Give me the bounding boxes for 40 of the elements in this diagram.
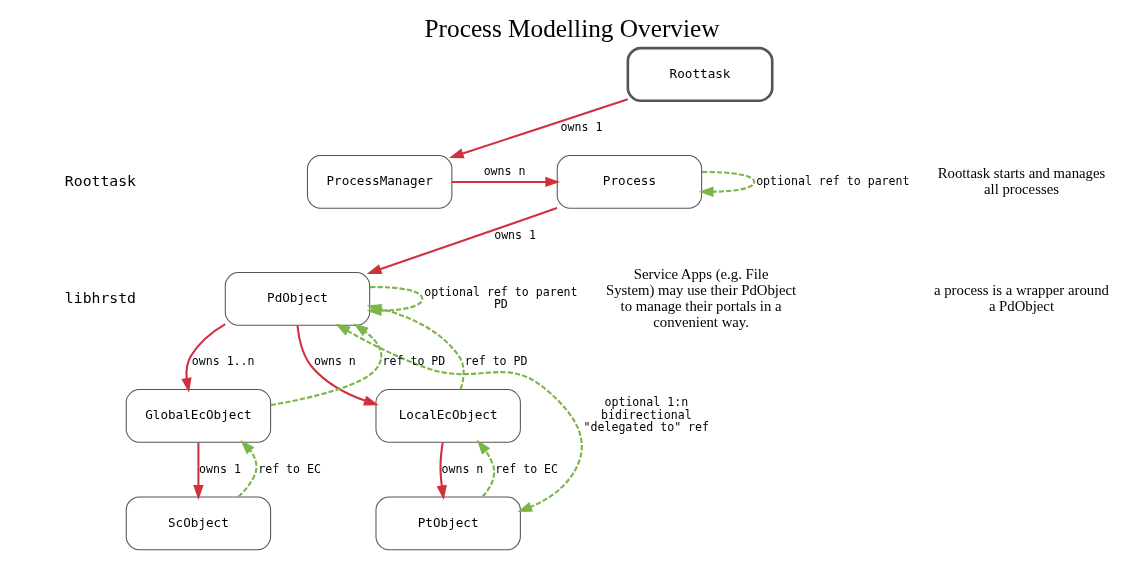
arrow	[476, 439, 495, 498]
arrow	[698, 171, 755, 197]
node-box: Roottask	[626, 46, 774, 103]
node-box: ScObject	[125, 496, 271, 551]
node-box: PtObject	[374, 496, 521, 551]
node-box: LocalEcObject	[374, 389, 521, 443]
edge-label: ref to EC	[494, 461, 558, 476]
edge-label: optional 1:n bidirectional "delegated to" ref	[583, 395, 709, 435]
label: Roottask starts and manages all processes	[937, 164, 1105, 197]
label: a process is a wrapper around a PdObject	[933, 281, 1109, 314]
arrow	[334, 323, 583, 513]
label: libhrstd	[64, 288, 136, 306]
arrow	[366, 207, 557, 274]
edge-label: owns n	[313, 354, 356, 369]
edge-label: owns 1	[493, 227, 536, 242]
edge-label: owns n	[483, 164, 525, 179]
edge-label: owns 1..n	[191, 354, 255, 369]
label: Service Apps (e.g. File System) may use their PdObject to manage their portals in a convenient way.	[605, 266, 796, 330]
edge-label: owns 1	[560, 120, 602, 135]
edge-label: ref to PD	[382, 354, 445, 369]
node-box: ProcessManager	[306, 155, 452, 209]
edge-label: optional ref to parent PD	[423, 284, 578, 312]
arrow	[296, 325, 379, 406]
node-box: GlobalEcObject	[125, 389, 271, 443]
arrow	[237, 440, 257, 498]
label: Roottask	[64, 171, 136, 189]
arrow	[436, 442, 447, 501]
arrow	[192, 442, 204, 500]
edge-label: ref to EC	[257, 461, 321, 476]
arrow	[451, 176, 560, 188]
node-box: PdObject	[224, 272, 370, 326]
edge-label: ref to PD	[464, 354, 527, 369]
edge-label: owns n	[440, 461, 483, 476]
node-box: Process	[556, 155, 702, 209]
diagram-title: Process Modelling Overview	[424, 13, 719, 42]
edge-label: owns 1	[198, 461, 241, 476]
arrow	[270, 323, 382, 407]
edge-label: optional ref to parent	[755, 173, 910, 188]
arrow	[448, 98, 628, 159]
arrow	[180, 323, 226, 393]
